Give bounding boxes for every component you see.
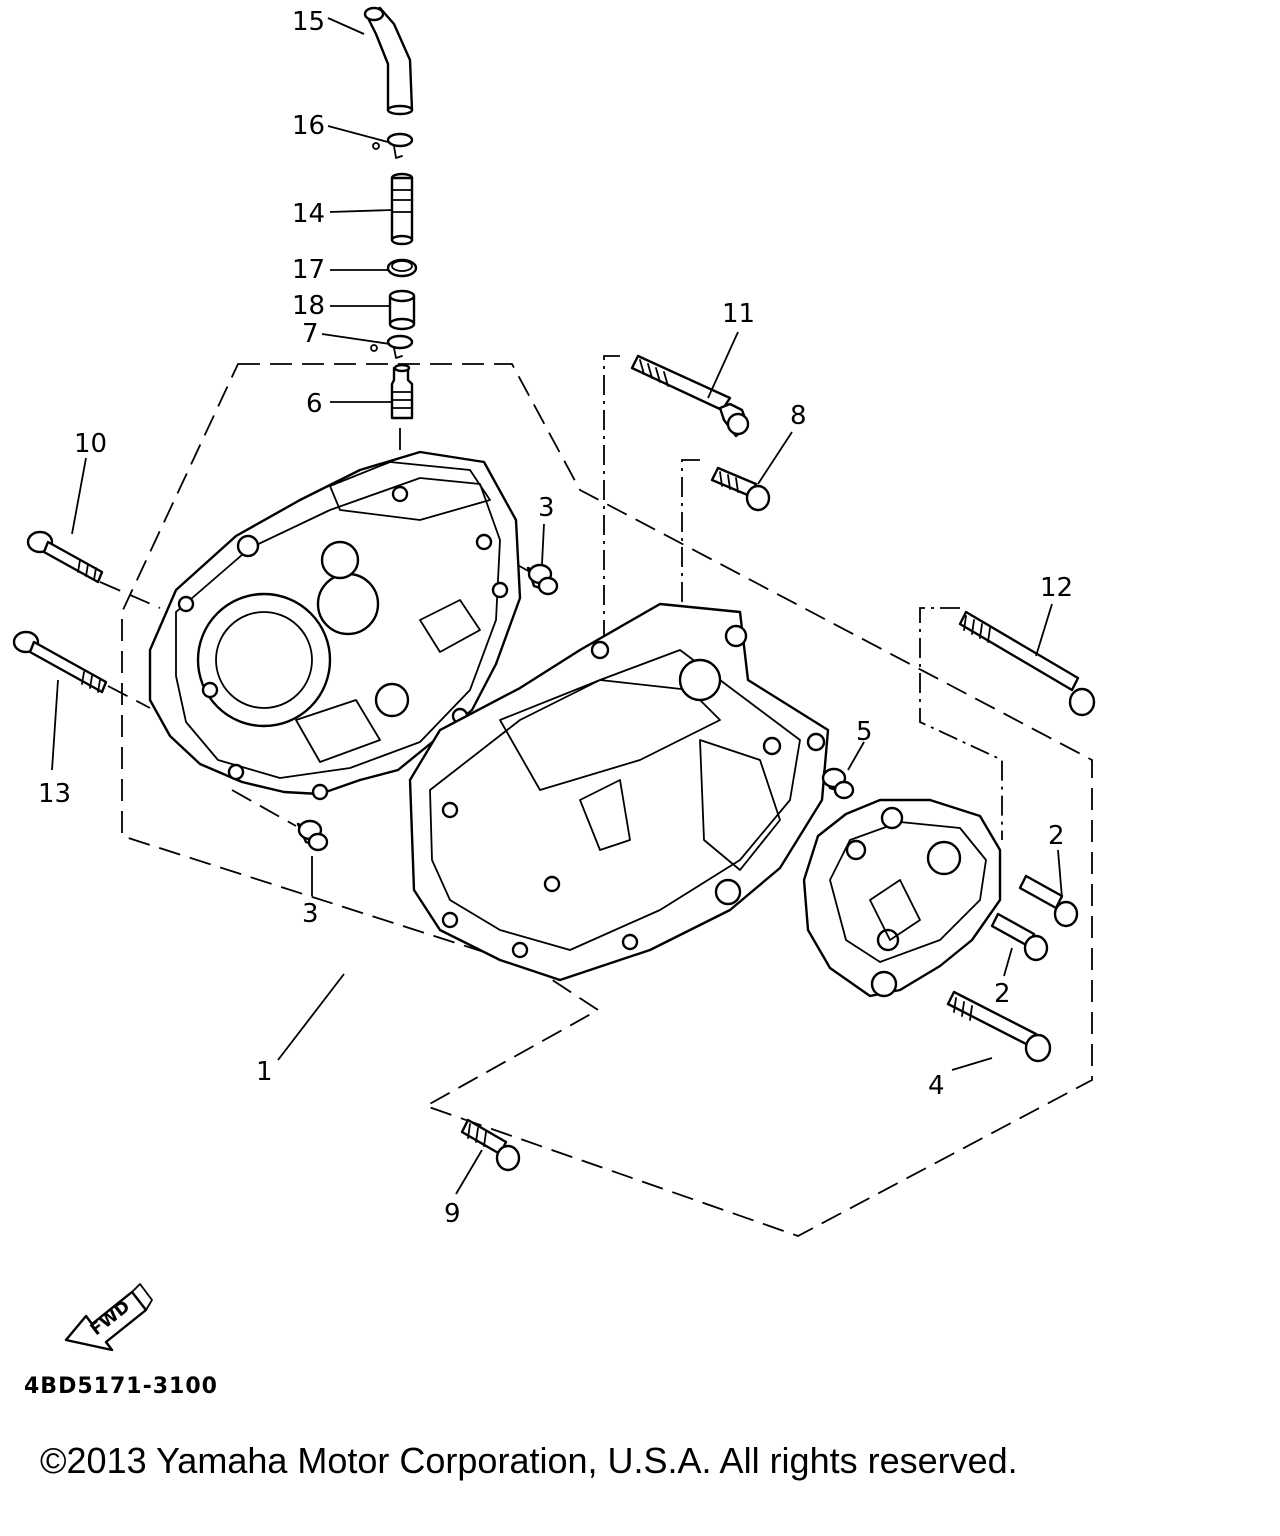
assembly-group-outline bbox=[121, 363, 1093, 1237]
copyright-notice: ©2013 Yamaha Motor Corporation, U.S.A. A… bbox=[40, 1440, 1018, 1481]
callout-3-lower: 3 bbox=[302, 899, 319, 929]
callout-2-lower: 2 bbox=[994, 979, 1011, 1009]
bolt-2-lower bbox=[990, 912, 1049, 962]
bolt-8 bbox=[710, 466, 771, 512]
bolt-10-alignment-line bbox=[99, 581, 161, 609]
callout-2-upper: 2 bbox=[1048, 821, 1065, 851]
callout-15: 15 bbox=[292, 7, 325, 37]
callout-4: 4 bbox=[928, 1071, 945, 1101]
breather-hose bbox=[363, 6, 414, 116]
fwd-arrow-icon: FWD bbox=[64, 1283, 153, 1352]
bolt-9 bbox=[460, 1118, 521, 1172]
pipe-clip bbox=[370, 334, 414, 359]
bolt-12-alignment-line bbox=[919, 607, 1003, 840]
callout-10: 10 bbox=[74, 429, 107, 459]
hose-clip bbox=[372, 132, 414, 159]
hose-clamp bbox=[386, 258, 418, 278]
bolt-10 bbox=[26, 530, 104, 584]
left-crankcase bbox=[148, 450, 522, 801]
callout-1: 1 bbox=[256, 1057, 273, 1087]
diagram-code: 4BD5171-3100 bbox=[24, 1374, 218, 1399]
callout-5: 5 bbox=[856, 717, 873, 747]
dowel-3-lower-alignment-line bbox=[231, 789, 297, 827]
bolt-12 bbox=[958, 610, 1096, 717]
callout-17: 17 bbox=[292, 255, 325, 285]
callout-7: 7 bbox=[302, 319, 319, 349]
bolt-2-upper bbox=[1018, 874, 1079, 928]
callout-9: 9 bbox=[444, 1199, 461, 1229]
breather-fitting bbox=[390, 363, 414, 420]
bolt-11-alignment-line bbox=[603, 355, 620, 730]
callout-11: 11 bbox=[722, 299, 755, 329]
bolt-11 bbox=[630, 354, 750, 438]
callout-8: 8 bbox=[790, 401, 807, 431]
callout-13: 13 bbox=[38, 779, 71, 809]
callout-3-upper: 3 bbox=[538, 493, 555, 523]
leader-lines bbox=[51, 17, 1063, 1195]
right-crankcase bbox=[408, 602, 830, 982]
callout-6: 6 bbox=[306, 389, 323, 419]
crankcase-cover bbox=[802, 798, 1002, 998]
callout-12: 12 bbox=[1040, 573, 1073, 603]
bolt-4 bbox=[946, 990, 1052, 1063]
callout-18: 18 bbox=[292, 291, 325, 321]
dowel-pin-upper bbox=[526, 563, 559, 596]
dowel-pin-5 bbox=[821, 767, 855, 800]
callout-14: 14 bbox=[292, 199, 325, 229]
bolt-13 bbox=[12, 630, 108, 694]
callout-16: 16 bbox=[292, 111, 325, 141]
joint-pipe bbox=[390, 172, 414, 246]
bolt-13-alignment-line bbox=[107, 685, 151, 709]
hose-piece bbox=[388, 289, 416, 331]
bolt-8-alignment-line bbox=[681, 459, 700, 610]
dowel-pin-lower bbox=[296, 819, 329, 852]
